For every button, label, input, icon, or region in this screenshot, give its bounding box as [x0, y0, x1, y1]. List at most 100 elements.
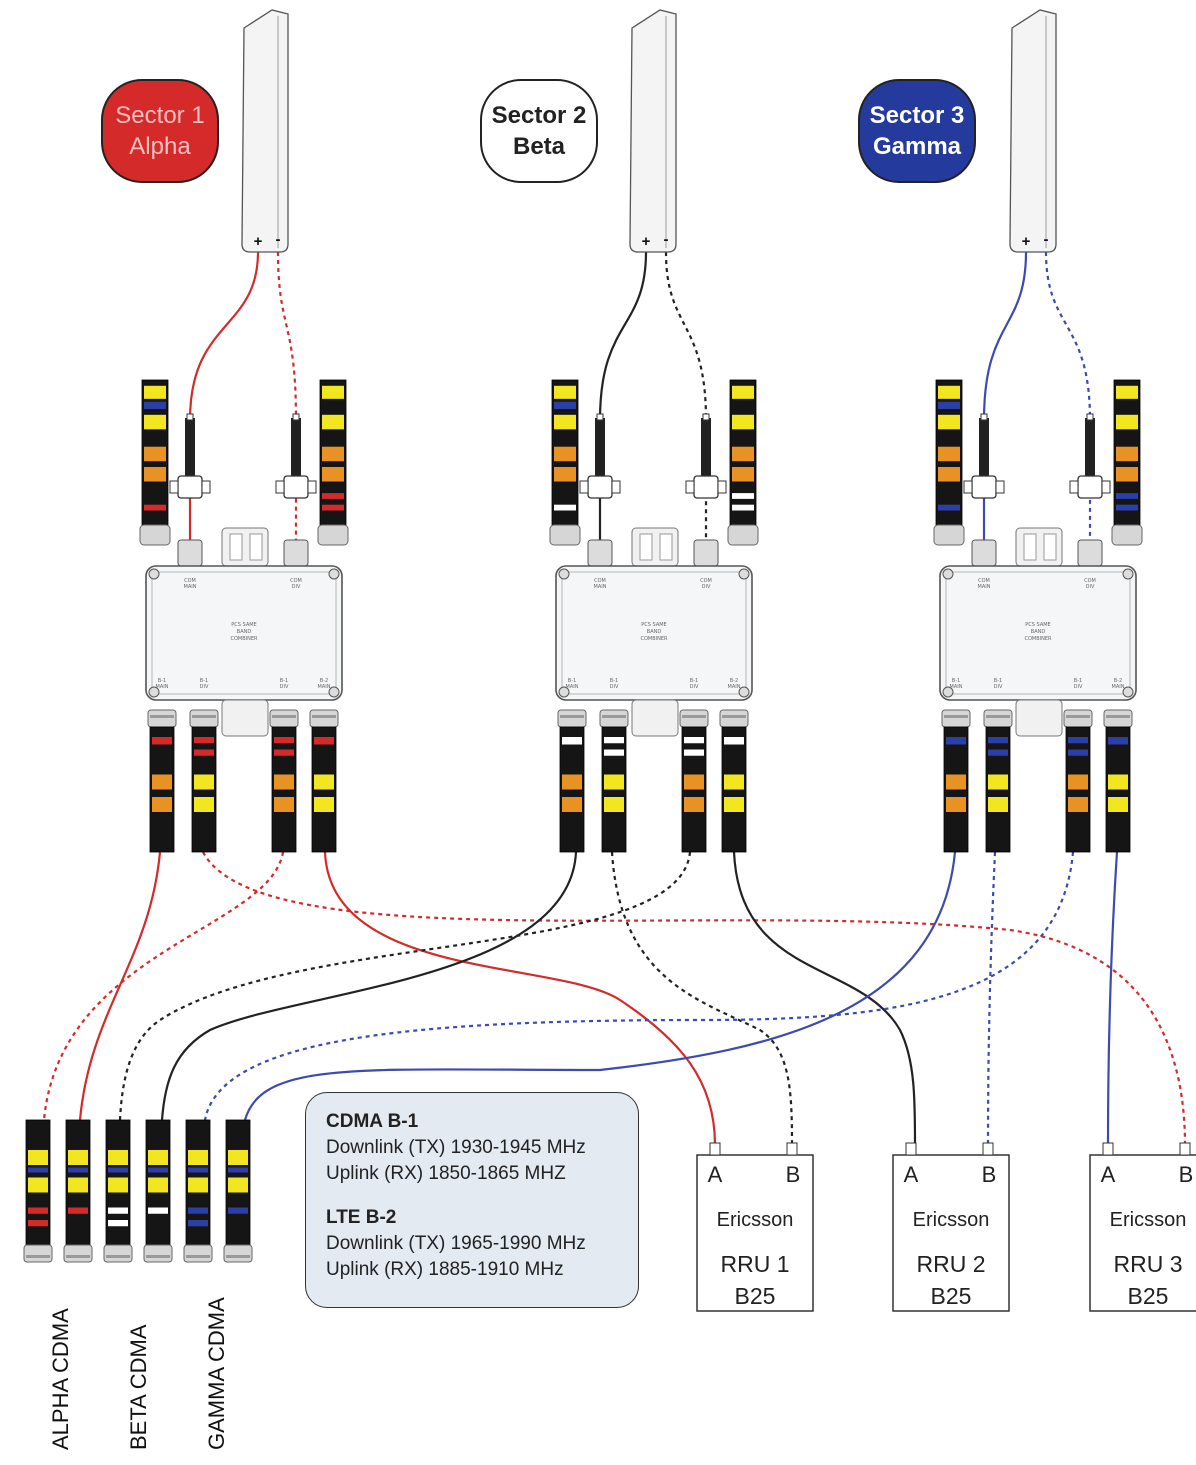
- antenna-port-minus: -: [664, 231, 669, 248]
- color-band: [28, 1167, 48, 1173]
- connector-thread: [312, 715, 336, 718]
- color-band: [108, 1207, 128, 1214]
- tee-cap: [186, 413, 194, 421]
- sector-assembly: PCS SAMEBANDCOMBINERCOMMAINCOMDIVB-1MAIN…: [933, 379, 1143, 737]
- color-band: [274, 737, 294, 744]
- screw-icon: [738, 686, 750, 698]
- sector-assembly: PCS SAMEBANDCOMBINERCOMMAINCOMDIVB-1MAIN…: [549, 379, 759, 737]
- sector-name-line1: Sector 1: [115, 102, 204, 129]
- top-left-jumper: [141, 379, 169, 526]
- rru-port-b-label: B: [982, 1162, 997, 1187]
- color-band: [228, 1177, 248, 1193]
- screw-icon: [942, 568, 954, 580]
- rru-band: B25: [1128, 1283, 1169, 1309]
- bracket-slot: [229, 533, 243, 561]
- color-band: [322, 414, 344, 430]
- tee-stem: [979, 418, 989, 478]
- rru-vendor: Ericsson: [913, 1209, 990, 1231]
- connector-nut: [557, 709, 587, 728]
- combiner-output-jumper: [1063, 709, 1093, 853]
- connector-nut: [1111, 524, 1143, 546]
- color-band: [144, 401, 166, 409]
- tee-adapter: [579, 413, 621, 499]
- sector-badge-shape: [480, 79, 598, 183]
- combiner-bottom-port-label: DIV: [994, 684, 1003, 690]
- combiner-bottom-port-label: B-1: [952, 678, 960, 684]
- color-band: [562, 774, 582, 790]
- combiner-top-connector: [177, 539, 203, 567]
- color-band: [604, 737, 624, 744]
- color-band: [108, 1220, 128, 1227]
- combiner-bottom-port-label: B-1: [158, 678, 166, 684]
- connector-nut: [143, 1244, 173, 1263]
- combiner-output-jumper: [599, 709, 629, 853]
- color-band: [732, 385, 754, 399]
- combiner-top-port-label: DIV: [702, 584, 711, 590]
- color-band: [938, 504, 960, 511]
- legend-cdma-uplink: Uplink (RX) 1850-1865 MHZ: [326, 1163, 566, 1184]
- combiner-bottom-port-label: B-2: [730, 678, 738, 684]
- color-band: [152, 797, 172, 812]
- gamma-rru-b-cable: [986, 851, 997, 1146]
- alpha-rru-b-cable: [202, 851, 1187, 1146]
- combiner-top-port-label: MAIN: [594, 584, 607, 590]
- color-band: [938, 467, 960, 482]
- connector-nut: [1103, 709, 1133, 728]
- color-band: [554, 401, 576, 409]
- bracket-slot: [659, 533, 673, 561]
- tee-arm: [275, 480, 285, 494]
- color-band: [1068, 774, 1088, 790]
- antenna-body: [629, 9, 677, 253]
- color-band: [604, 774, 624, 790]
- rru-port-b-connector: [786, 1142, 798, 1156]
- combiner-output-jumper: [941, 709, 971, 853]
- connector-thread: [66, 1255, 90, 1258]
- combiner-label: BAND: [647, 629, 662, 635]
- tee-arm: [579, 480, 589, 494]
- color-band: [28, 1207, 48, 1214]
- color-band: [28, 1177, 48, 1193]
- color-band: [68, 1167, 88, 1173]
- screw-icon: [328, 568, 340, 580]
- color-band: [144, 446, 166, 462]
- combiner-top-connector: [587, 539, 613, 567]
- legend-cdma-heading: CDMA B-1: [326, 1111, 419, 1132]
- rru-port-b-label: B: [1179, 1162, 1194, 1187]
- combiner-top-port-label: COM: [978, 578, 990, 584]
- sector-name-line2: Beta: [513, 133, 566, 160]
- combiner-label: COMBINER: [1024, 636, 1052, 642]
- combiner-top-port-label: DIV: [292, 584, 301, 590]
- antenna-port-minus: -: [276, 231, 281, 248]
- connector-nut: [223, 1244, 253, 1263]
- screw-icon: [148, 568, 160, 580]
- color-band: [724, 797, 744, 812]
- color-band: [148, 1150, 168, 1165]
- cdma-jumper: [143, 1119, 173, 1263]
- rru-port-a-label: A: [904, 1162, 919, 1187]
- combiner-bottom-port-label: MAIN: [566, 684, 579, 690]
- color-band: [144, 385, 166, 399]
- antenna-main-cable: [982, 251, 1028, 545]
- color-band: [28, 1150, 48, 1165]
- color-band: [148, 1167, 168, 1173]
- screw-icon: [1122, 568, 1134, 580]
- color-band: [188, 1220, 208, 1227]
- connector-nut: [269, 709, 299, 728]
- legend-lte-downlink: Downlink (TX) 1965-1990 MHz: [326, 1233, 586, 1254]
- color-band: [938, 446, 960, 462]
- sector-assembly: PCS SAMEBANDCOMBINERCOMMAINCOMDIVB-1MAIN…: [139, 379, 349, 737]
- color-band: [562, 797, 582, 812]
- connector-nut: [719, 709, 749, 728]
- color-band: [188, 1207, 208, 1214]
- sector-badge-shape: [101, 79, 219, 183]
- connector-thread: [106, 1255, 130, 1258]
- antenna-port-plus: +: [254, 233, 263, 250]
- color-band: [68, 1207, 88, 1214]
- screw-icon: [148, 686, 160, 698]
- color-band: [1116, 504, 1138, 511]
